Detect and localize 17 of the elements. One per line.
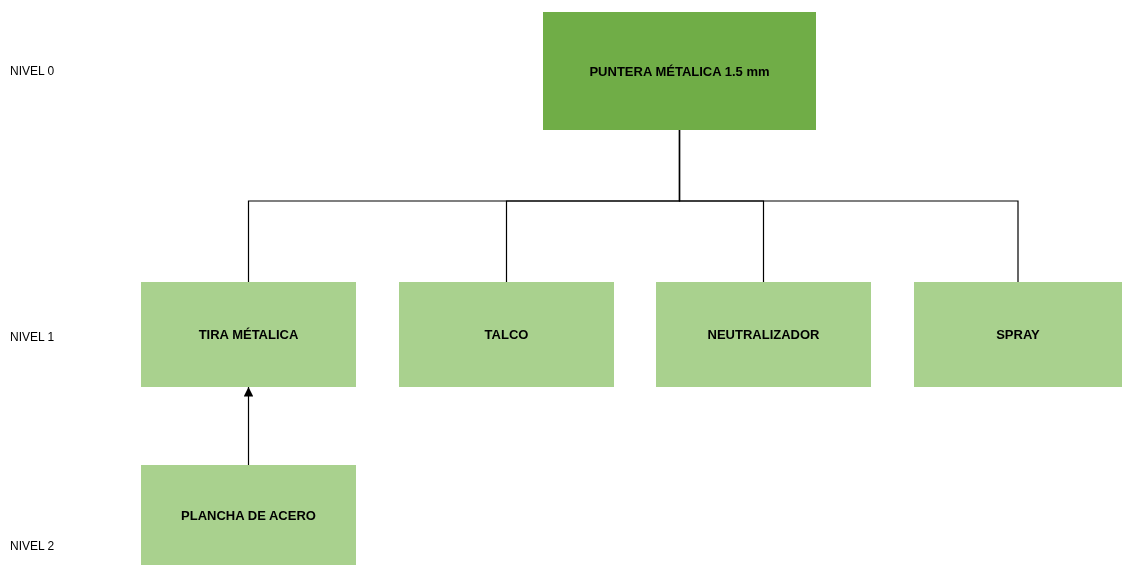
level-label: NIVEL 1 [10,330,55,344]
process-box [141,465,356,565]
arrow [243,386,254,466]
connector-line [678,129,1019,283]
process-box [656,282,871,387]
process-box [543,12,816,130]
node-label: TALCO [484,327,529,342]
level-label: NIVEL 2 [10,539,55,553]
node-label: SPRAY [996,327,1040,342]
node-label: NEUTRALIZADOR [707,327,820,342]
node-label: PUNTERA MÉTALICA 1.5 mm [589,63,770,79]
node-label: TIRA MÉTALICA [198,327,299,342]
process-box [399,282,614,387]
level-label: NIVEL 0 [10,64,55,78]
process-box [914,282,1122,387]
process-box [141,282,356,387]
node-label: PLANCHA DE ACERO [181,507,316,523]
